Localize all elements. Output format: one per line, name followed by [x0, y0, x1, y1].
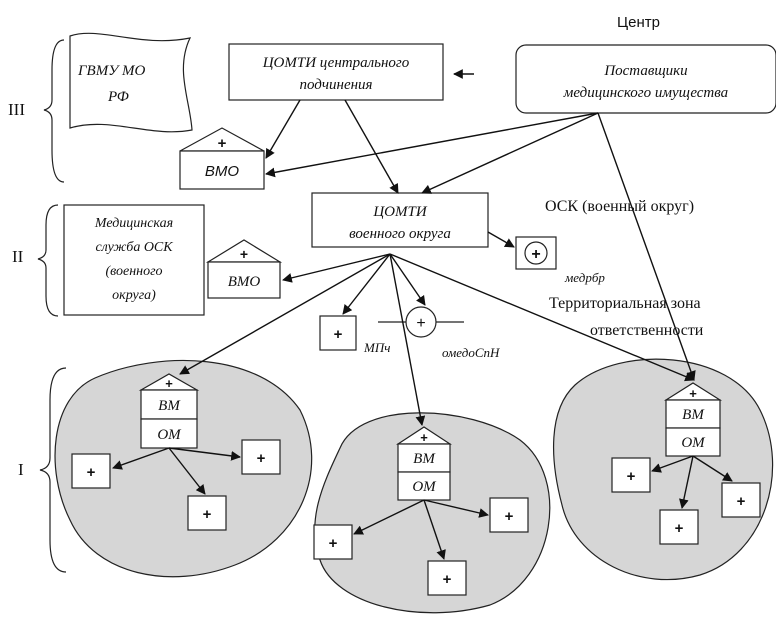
gvmu-line2: РФ: [107, 89, 129, 105]
arrow-hc-to-c: [423, 499, 446, 560]
mpch-plus: +: [334, 326, 343, 343]
zone-blob-left: [54, 359, 313, 578]
arrow-suppliers-to-hospital-right: [597, 112, 696, 381]
center-label: Центр: [617, 14, 660, 31]
suppliers-box: [515, 44, 776, 114]
level-three-label: III: [8, 100, 25, 119]
arrow-hl-to-a: [112, 447, 170, 470]
arrow-comti-central-to-vmo-top: [265, 99, 301, 159]
comti-district-box: [311, 192, 489, 248]
arrow-hl-to-c: [168, 447, 206, 495]
osk-label: ОСК (военный округ): [545, 198, 694, 215]
comti-district-line1: ЦОМТИ: [372, 204, 428, 220]
gvmu-flag: [69, 32, 193, 133]
vmo-mid-label: ВМО: [228, 274, 261, 290]
vmo-mid-plus: +: [240, 246, 248, 262]
arrow-hr-to-b: [692, 455, 733, 482]
svg-text:+: +: [257, 450, 266, 467]
arrow-hc-to-a: [353, 499, 425, 535]
brace-level-two: [37, 204, 59, 317]
hospital-right: + ВМ ОМ: [663, 382, 723, 457]
arrow-district-to-hospital-center: [389, 253, 426, 426]
level-one-label: I: [18, 460, 24, 479]
svg-text:+: +: [675, 520, 684, 537]
hospital-left-vm: ВМ: [158, 398, 181, 414]
omedospn-label: омедоСпН: [442, 345, 500, 360]
unit-left-a: +: [71, 453, 111, 489]
arrow-district-to-vmo-mid: [282, 253, 391, 283]
unit-left-c: +: [187, 495, 227, 531]
omedospn-circle: [405, 306, 437, 338]
svg-text:+: +: [329, 535, 338, 552]
svg-text:+: +: [203, 506, 212, 523]
arrow-district-to-omedospn: [389, 253, 426, 306]
suppliers-line2: медицинского имущества: [563, 85, 728, 101]
hospital-center-vm: ВМ: [413, 451, 436, 467]
vmo-top-box: [179, 150, 265, 190]
brace-level-three: [43, 39, 65, 183]
hospital-center-plus: +: [420, 430, 428, 445]
hospital-right-plus: +: [689, 386, 697, 401]
mpch-box: [319, 315, 357, 351]
hospital-center-om: ОМ: [412, 479, 437, 495]
zone-label-line2: ответственности: [590, 322, 704, 339]
arrow-district-to-medrbr: [487, 231, 515, 248]
unit-left-b: +: [241, 439, 281, 475]
comti-central-line1: ЦОМТИ центрального: [262, 55, 410, 71]
unit-right-c: +: [659, 509, 699, 545]
hospital-left: + ВМ ОМ: [138, 373, 200, 449]
svg-text:+: +: [627, 468, 636, 485]
omedospn-plus: +: [416, 315, 425, 332]
med-service-line1: Медицинская: [94, 216, 173, 231]
med-service-line2: служба ОСК: [95, 240, 173, 255]
medrbr-circle: [524, 241, 548, 265]
medrbr-plus: +: [531, 246, 540, 263]
gvmu-line1: ГВМУ МО: [77, 63, 146, 79]
hospital-center: + ВМ ОМ: [395, 426, 453, 501]
unit-right-a: +: [611, 457, 651, 493]
zone-label-line1: Территориальная зона: [549, 295, 701, 312]
hospital-right-om: ОМ: [681, 435, 706, 451]
comti-district-line2: военного округа: [349, 226, 451, 242]
arrow-hr-to-a: [651, 455, 694, 473]
vmo-top-plus: +: [218, 135, 227, 152]
zone-blob-right: [552, 358, 774, 581]
unit-center-c: +: [427, 560, 467, 596]
arrow-hl-to-b: [168, 447, 241, 461]
hospital-right-vm: ВМ: [682, 407, 705, 423]
unit-center-a: +: [313, 524, 353, 560]
med-service-box: [63, 204, 205, 316]
vmo-mid-box: [207, 261, 281, 299]
brace-level-one: [39, 367, 67, 573]
med-service-line3: (военного: [105, 264, 162, 279]
suppliers-line1: Поставщики: [603, 63, 687, 79]
vmo-top-label: ВМО: [205, 163, 240, 180]
hospital-left-plus: +: [165, 376, 173, 391]
arrow-suppliers-to-comti-district: [421, 112, 599, 194]
svg-text:+: +: [87, 464, 96, 481]
comti-central-line2: подчинения: [299, 77, 372, 93]
arrows: [112, 69, 733, 560]
mpch-label: МПч: [363, 340, 390, 355]
arrow-district-to-hospital-right: [389, 253, 695, 382]
level-two-label: II: [12, 247, 24, 266]
arrow-district-to-mpch: [342, 253, 391, 315]
med-service-line4: округа): [112, 288, 156, 303]
medrbr-label: медрбр: [564, 270, 605, 285]
arrow-hr-to-c: [679, 455, 694, 509]
unit-center-b: +: [489, 497, 529, 533]
svg-text:+: +: [505, 508, 514, 525]
comti-central-box: [228, 43, 444, 101]
unit-right-b: +: [721, 482, 761, 518]
arrow-comti-central-to-comti-district: [344, 99, 399, 194]
hospital-left-om: ОМ: [157, 427, 182, 443]
svg-text:+: +: [737, 493, 746, 510]
svg-text:+: +: [443, 571, 452, 588]
arrow-district-to-hospital-left: [179, 253, 391, 375]
arrow-hc-to-b: [423, 499, 489, 518]
arrow-suppliers-to-vmo-top: [265, 112, 599, 178]
